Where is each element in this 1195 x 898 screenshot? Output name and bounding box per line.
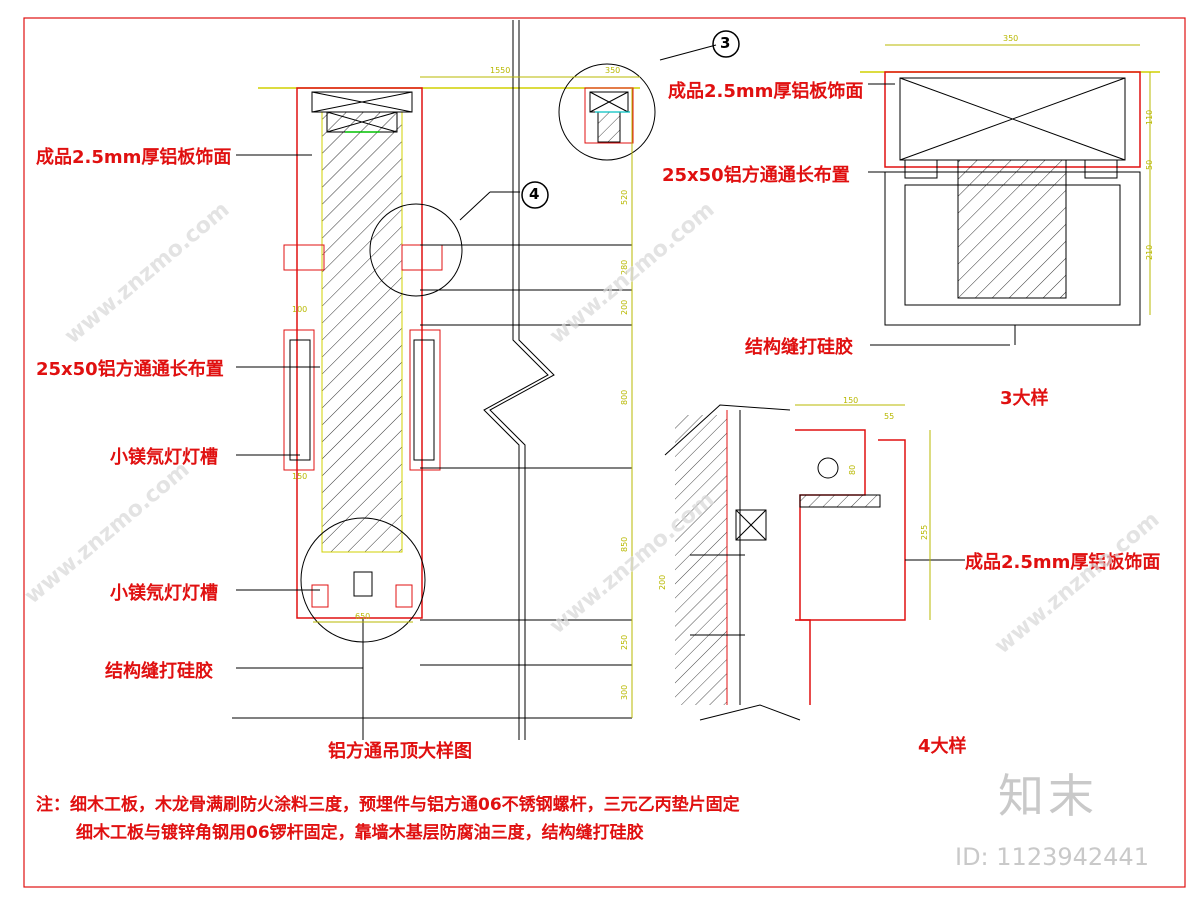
dim-110: 110 <box>1145 109 1154 125</box>
label-square-tube-right: 25x50铝方通通长布置 <box>662 165 850 186</box>
title-detail4: 4大样 <box>918 736 967 757</box>
detail3 <box>860 44 1160 346</box>
label-silicone-left: 结构缝打硅胶 <box>105 661 213 682</box>
main-dimensions <box>313 76 640 718</box>
main-section <box>232 20 717 740</box>
dim-350a: 350 <box>605 66 621 75</box>
label-lamp-slot-1: 小镁氖灯灯槽 <box>110 447 218 468</box>
dim-350b: 350 <box>1003 34 1019 43</box>
dim-520: 520 <box>620 189 629 205</box>
dim-210: 210 <box>1145 244 1154 260</box>
label-square-tube-left: 25x50铝方通通长布置 <box>36 359 224 380</box>
dim-255: 255 <box>920 524 929 540</box>
detail4 <box>664 404 965 721</box>
note-line-1: 注：细木工板，木龙骨满刷防火涂料三度，预埋件与铝方通06不锈钢螺杆，三元乙丙垫片… <box>36 795 740 815</box>
label-aluminum-face-left: 成品2.5mm厚铝板饰面 <box>36 147 232 168</box>
dim-650: 650 <box>355 612 371 621</box>
watermark-id: ID: 1123942441 <box>955 843 1149 871</box>
label-aluminum-face-top: 成品2.5mm厚铝板饰面 <box>668 81 864 102</box>
dim-100: 100 <box>292 305 308 314</box>
dim-80: 80 <box>848 464 857 475</box>
title-detail3: 3大样 <box>1000 388 1049 409</box>
callout-3: 3 <box>720 34 731 52</box>
title-main: 铝方通吊顶大样图 <box>328 741 472 762</box>
dim-200b: 200 <box>658 574 667 590</box>
label-aluminum-face-right: 成品2.5mm厚铝板饰面 <box>965 552 1161 573</box>
note-line-2: 细木工板与镀锌角钢用06锣杆固定，靠墙木基层防腐油三度，结构缝打硅胶 <box>76 823 644 843</box>
dim-800: 800 <box>620 389 629 405</box>
dim-50: 50 <box>1145 159 1154 170</box>
watermark-logo: 知末 <box>998 769 1098 823</box>
sheet-border <box>23 17 1186 888</box>
dim-1550: 1550 <box>490 66 511 75</box>
dim-250: 250 <box>620 634 629 650</box>
dim-200: 200 <box>620 299 629 315</box>
dim-55: 55 <box>884 412 895 421</box>
dim-150b: 150 <box>843 396 859 405</box>
label-lamp-slot-2: 小镁氖灯灯槽 <box>110 583 218 604</box>
label-silicone-right: 结构缝打硅胶 <box>745 337 853 358</box>
dim-150a: 150 <box>292 472 308 481</box>
dim-300: 300 <box>620 684 629 700</box>
callout-4: 4 <box>529 185 540 203</box>
